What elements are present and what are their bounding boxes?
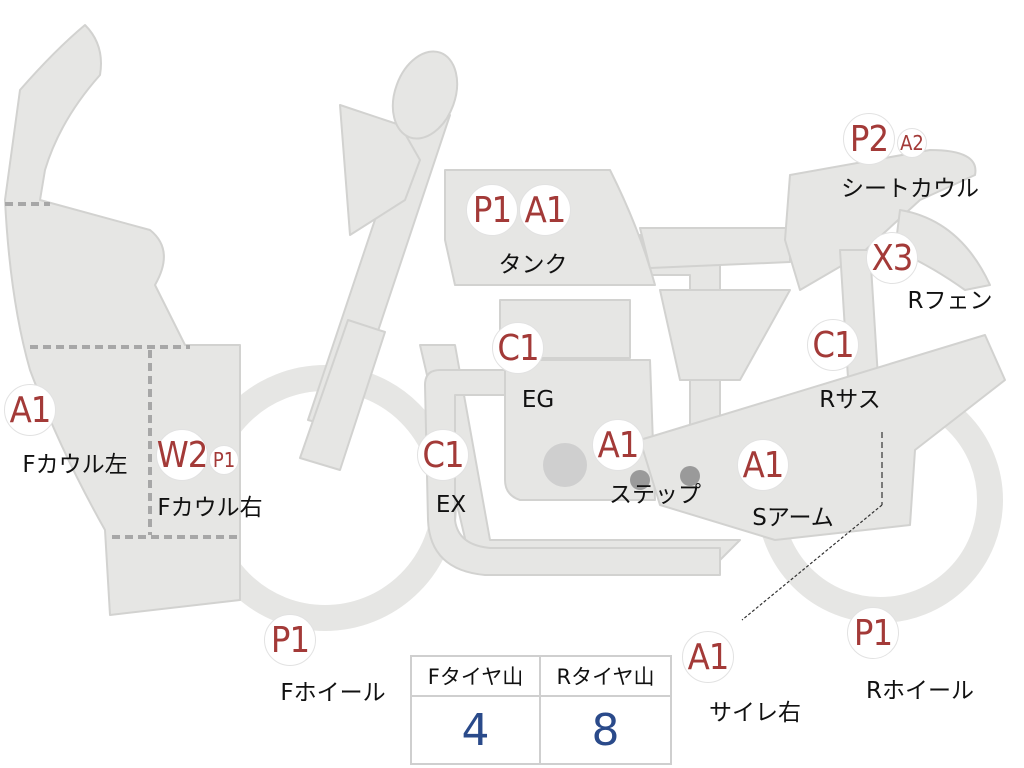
- step-label: ステップ: [609, 482, 701, 508]
- f-cowl-right-code-badge: W2: [156, 429, 208, 481]
- eg-label: EG: [521, 387, 555, 413]
- headlight: [391, 50, 459, 140]
- r-sus-label: Rサス: [819, 387, 881, 413]
- f-cowl-left-label: Fカウル左: [22, 452, 128, 478]
- handlebar: [339, 104, 421, 236]
- ex-code-badge: C1: [417, 429, 469, 481]
- rear-subframe: [659, 289, 791, 381]
- r-fender-code-badge: X3: [866, 232, 918, 284]
- silencer-right-code-badge: A1: [682, 631, 734, 683]
- seat-cowl-code-badge: P2: [843, 113, 895, 165]
- swing-arm-shape: [639, 334, 1006, 541]
- tank-code-badge-1: P1: [466, 184, 518, 236]
- r-sus-code-badge: C1: [807, 319, 859, 371]
- f-wheel-label: Fホイール: [280, 680, 386, 706]
- rear-tire-value: 8: [591, 704, 620, 756]
- r-wheel-label: Rホイール: [866, 678, 974, 704]
- r-wheel-code-badge: P1: [847, 607, 899, 659]
- r-fender-label: Rフェン: [907, 288, 993, 314]
- s-arm-label: Sアーム: [752, 505, 834, 531]
- eg-code-badge: C1: [492, 322, 544, 374]
- step-code-badge: A1: [592, 419, 644, 471]
- s-arm-code-badge: A1: [737, 439, 789, 491]
- front-cowl-shape: [4, 24, 241, 616]
- fork-lower: [299, 319, 386, 471]
- f-cowl-right-label: Fカウル右: [157, 495, 263, 521]
- front-tire-value: 4: [412, 697, 541, 763]
- ex-label: EX: [435, 492, 467, 518]
- front-tire-header: Fタイヤ山: [412, 657, 541, 697]
- f-cowl-left-code-badge: A1: [4, 384, 56, 436]
- seat-shape: [639, 227, 791, 269]
- f-wheel-code-badge: P1: [264, 614, 316, 666]
- seat-cowl-secondary-code-badge: A2: [897, 128, 927, 158]
- silencer-right-label: サイレ右: [709, 700, 801, 726]
- rear-tire-header: Rタイヤ山: [541, 657, 670, 697]
- f-cowl-right-secondary-code-badge: P1: [209, 445, 239, 475]
- tank-code-badge-2: A1: [519, 184, 571, 236]
- seat-cowl-label: シートカウル: [841, 176, 979, 202]
- exhaust-pipe: [424, 369, 721, 576]
- tire-tread-table: Fタイヤ山 Rタイヤ山 4 8: [410, 655, 672, 765]
- tank-label: タンク: [498, 252, 568, 278]
